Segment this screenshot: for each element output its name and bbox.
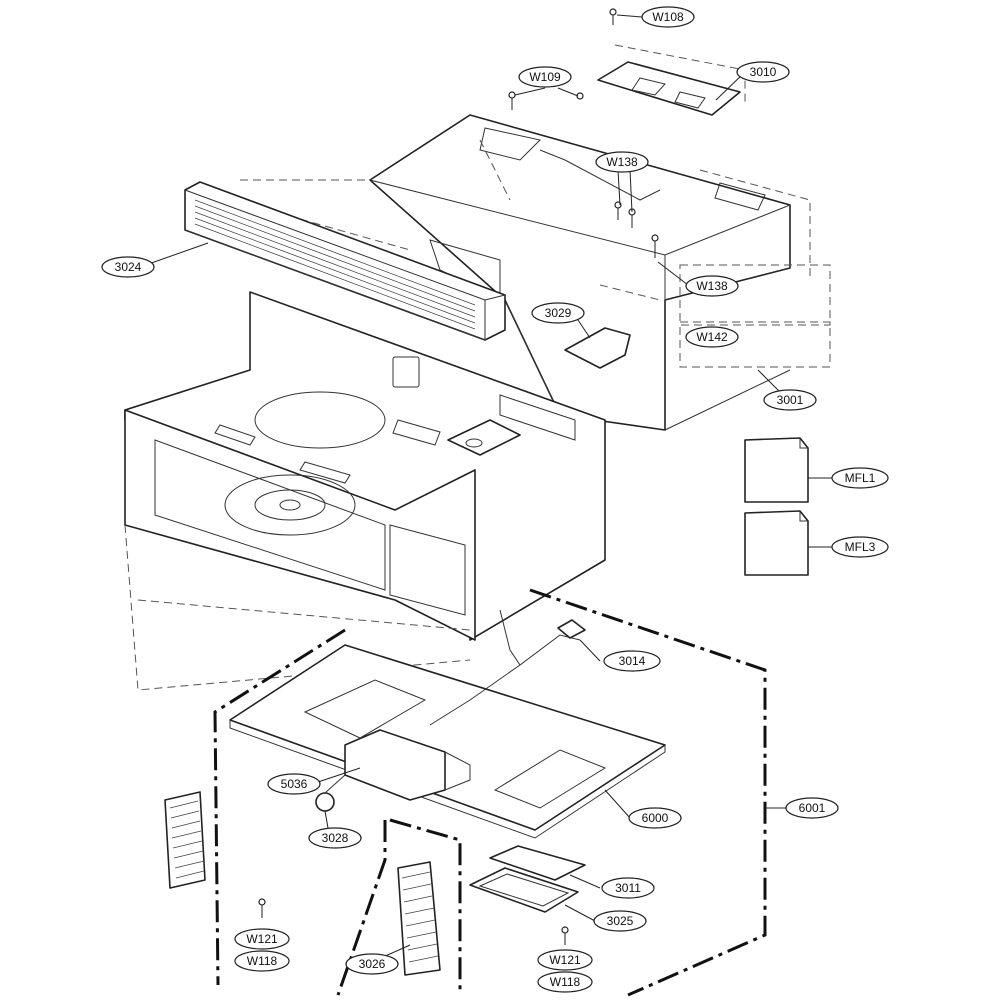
svg-text:5036: 5036 [281,777,308,791]
callout-w138-top: W138 [595,151,649,173]
svg-text:3010: 3010 [750,65,777,79]
manual-mfl1 [744,437,809,503]
callout-3028: 3028 [308,827,362,849]
stirrer-cover-3029 [564,327,631,369]
grease-filter-left [164,791,206,889]
svg-text:W109: W109 [529,70,561,84]
callout-6001: 6001 [785,797,839,819]
screw-w138-c [651,234,659,258]
screw-w108 [609,8,617,25]
svg-text:W118: W118 [247,954,278,968]
screw-w109-left [508,91,516,110]
svg-text:3011: 3011 [615,881,641,895]
svg-text:W121: W121 [549,953,581,967]
callout-3024: 3024 [101,256,155,278]
svg-text:W118: W118 [550,975,581,989]
w142-outline-lower [679,321,831,368]
lamp-lens-3025 [469,867,579,913]
grille-3024 [184,181,506,341]
callout-w142: W142 [685,326,739,348]
screw-w121-right [561,926,569,945]
callout-3010: 3010 [736,61,790,83]
callout-w109: W109 [518,66,572,88]
svg-text:6000: 6000 [642,811,669,825]
svg-text:W121: W121 [246,932,278,946]
callout-3001: 3001 [763,389,817,411]
callout-mfl3: MFL3 [831,536,889,558]
case-hidden-lines [240,139,811,301]
callout-6000: 6000 [628,807,682,829]
harness-3014 [499,609,581,666]
callout-3011: 3011 [601,877,655,899]
svg-text:3026: 3026 [359,957,386,971]
callout-3026: 3026 [345,953,399,975]
callout-5036: 5036 [267,773,321,795]
svg-text:3014: 3014 [619,654,646,668]
oven-cavity [124,291,606,641]
svg-text:W138: W138 [696,279,728,293]
svg-text:W108: W108 [652,10,684,24]
svg-text:W138: W138 [606,155,638,169]
screw-w121-left [258,898,266,918]
base-plate-6000 [229,644,666,839]
callout-w118-right: W118 [537,971,593,993]
callout-w138-right: W138 [685,275,739,297]
cavity-hidden-lines [124,524,471,691]
callout-3014: 3014 [603,650,661,672]
leader-lines [139,14,833,963]
outer-case [369,114,791,431]
svg-text:MFL3: MFL3 [845,540,876,554]
callout-w118-left: W118 [234,950,290,972]
callout-w121-left: W121 [234,928,290,950]
manual-mfl3 [744,510,809,576]
bracket-3010 [597,61,741,116]
filter-3011 [489,845,586,881]
svg-text:W142: W142 [696,330,728,344]
svg-text:3029: 3029 [545,306,572,320]
w142-outline [679,264,831,326]
grease-filter-3026 [397,861,441,976]
kit-outline-6001 [213,588,767,997]
callout-mfl1: MFL1 [831,467,889,489]
lamp-3028 [315,792,335,812]
callout-3025: 3025 [593,910,647,932]
svg-text:MFL1: MFL1 [845,471,876,485]
callout-w121-right: W121 [537,949,593,971]
callout-3029: 3029 [531,302,585,324]
svg-text:3025: 3025 [607,914,634,928]
svg-text:3024: 3024 [115,260,142,274]
svg-text:6001: 6001 [799,801,826,815]
callout-w108: W108 [641,6,695,28]
svg-text:3001: 3001 [777,393,804,407]
svg-text:3028: 3028 [322,831,349,845]
